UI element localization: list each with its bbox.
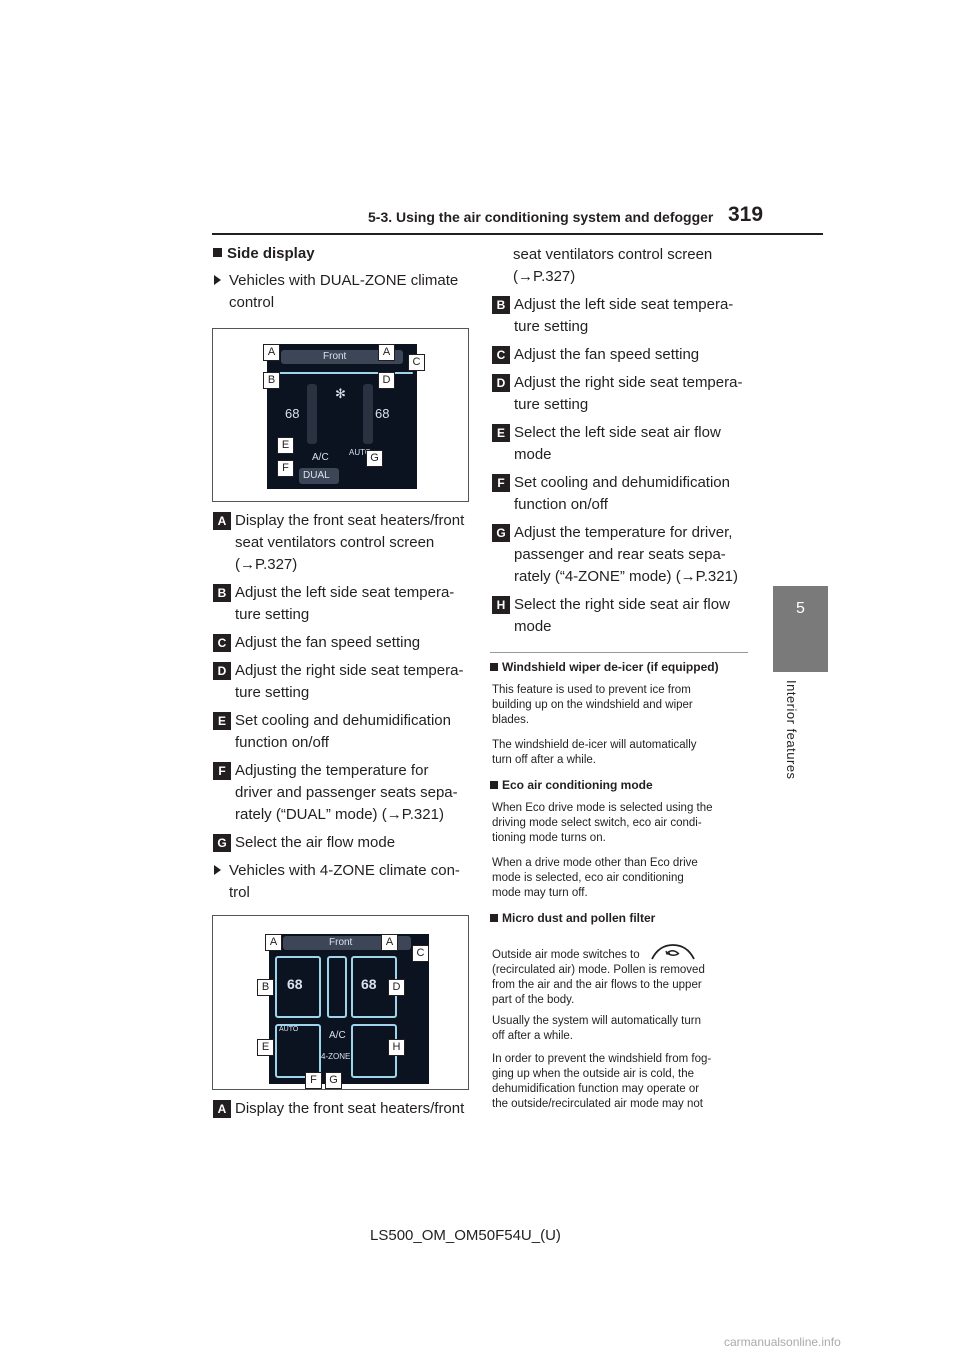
left-airflow-panel [275,1024,321,1078]
item-badge: C [492,346,510,364]
page-number: 319 [728,203,764,226]
ac-label: A/C [312,452,329,463]
4-zone-screen: Front 68 68 AUTO A/C 4-ZONE [269,934,429,1084]
section-title: 5-3. Using the air conditioning system a… [368,209,714,225]
callout-g: G [325,1072,342,1089]
notes-divider [490,652,748,653]
callout-d: D [378,372,395,389]
note-heading: Eco air conditioning mode [490,778,653,792]
callout-b: B [257,979,274,996]
chapter-label: Interior features [784,680,799,780]
note-heading: Micro dust and pollen filter [490,911,655,925]
note-paragraph: This feature is used to prevent ice from… [492,684,693,726]
item-badge: G [492,524,510,542]
subheading-side-display: Side display [213,245,315,262]
square-bullet-icon [490,663,498,671]
item-badge: F [492,474,510,492]
right-temp-bar [363,384,373,444]
note-paragraph: When Eco drive mode is selected using th… [492,802,713,844]
note-paragraph: The windshield de-icer will automaticall… [492,739,697,766]
figure-4-zone: Front 68 68 AUTO A/C 4-ZONE A A B C D E … [212,915,469,1090]
item-badge: A [213,1100,231,1118]
item-badge: F [213,762,231,780]
watermark: carmanualsonline.info [724,1335,841,1349]
callout-a-left: A [265,934,282,951]
note-heading: Windshield wiper de-icer (if equipped) [490,660,719,674]
chapter-number: 5 [796,600,805,617]
fan-panel [327,956,347,1018]
callout-b: B [263,372,280,389]
item-badge: E [213,712,231,730]
callout-e: E [277,437,294,454]
callout-c: C [412,945,429,962]
left-temp-panel [275,956,321,1018]
callout-h: H [388,1039,405,1056]
item-badge: G [213,834,231,852]
figure-dual-zone: Front 68 68 ✻ A/C AUTO DUAL A A B C D E … [212,328,469,502]
square-bullet-icon [213,248,222,257]
item-badge: B [492,296,510,314]
temp-right: 68 [375,406,390,421]
callout-f: F [305,1072,322,1089]
triangle-bullet-icon [214,275,221,285]
auto-label-left: AUTO [279,1026,299,1033]
callout-a-right: A [381,934,398,951]
header-rule [212,233,823,235]
front-tab-bar [281,350,403,364]
recirculated-air-icon [651,944,695,960]
front-tab-bar [283,936,411,950]
auto-label: AUTO [349,448,372,457]
note-paragraph: Outside air mode switches to (recirculat… [492,942,752,1008]
callout-c: C [408,354,425,371]
square-bullet-icon [490,781,498,789]
chapter-tab [773,586,828,672]
triangle-bullet-icon [214,865,221,875]
callout-a-left: A [263,344,280,361]
ac-label: A/C [329,1030,346,1041]
zone-label: 4-ZONE [321,1052,351,1061]
fan-icon: ✻ [335,386,346,401]
dual-label: DUAL [303,470,330,481]
note-paragraph: In order to prevent the windshield from … [492,1053,712,1110]
screen-title: Front [323,351,347,362]
continued-text: seat ventilators control screen (→P.327) [513,246,713,285]
callout-d: D [388,979,405,996]
item-badge: D [492,374,510,392]
document-code: LS500_OM_OM50F54U_(U) [370,1227,561,1244]
note-paragraph: Usually the system will automatically tu… [492,1015,701,1042]
callout-g: G [366,450,383,467]
item-badge: D [213,662,231,680]
callout-f: F [277,460,294,477]
item-badge: H [492,596,510,614]
dual-button [299,468,339,484]
callout-e: E [257,1039,274,1056]
item-badge: B [213,584,231,602]
screen-title: Front [329,937,353,948]
square-bullet-icon [490,914,498,922]
temp-left: 68 [285,406,300,421]
item-badge: C [213,634,231,652]
temp-left: 68 [287,976,303,992]
item-badge: E [492,424,510,442]
vehicle-note-dual: Vehicles with DUAL-ZONE climate control [214,270,479,314]
note-paragraph: When a drive mode other than Eco drive m… [492,857,698,899]
vehicle-note-4zone: Vehicles with 4-ZONE climate con- trol [214,860,479,904]
temp-right: 68 [361,976,377,992]
left-temp-bar [307,384,317,444]
callout-a-right: A [378,344,395,361]
item-badge: A [213,512,231,530]
